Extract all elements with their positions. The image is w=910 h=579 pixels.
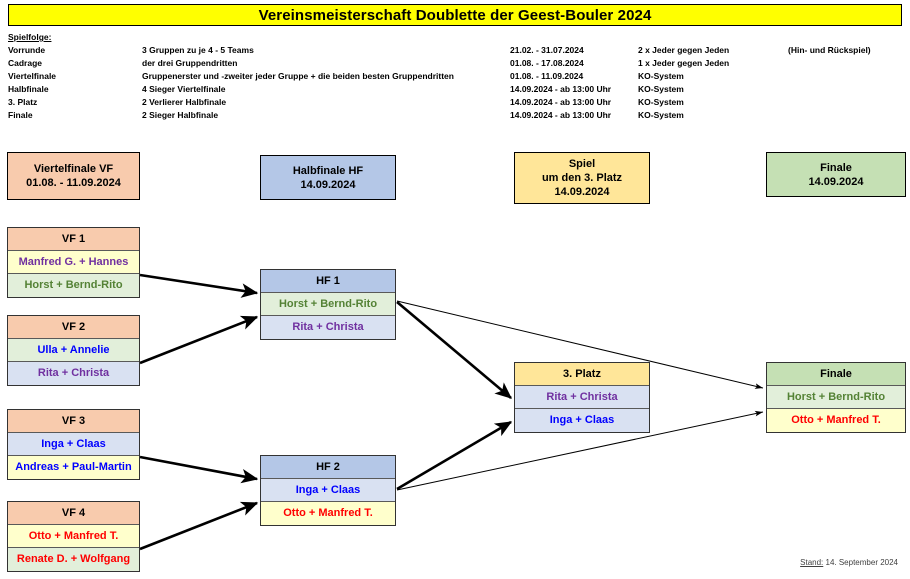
match-header: HF 1	[261, 270, 395, 293]
match-team-slot-2[interactable]: Horst + Bernd-Rito	[8, 274, 139, 297]
match-box-platz3[interactable]: 3. Platz Rita + Christa Inga + Claas	[514, 362, 650, 433]
connector-hf2-platz3	[396, 420, 513, 491]
match-team-slot-1[interactable]: Manfred G. + Hannes	[8, 251, 139, 274]
round-header-finale: Finale 14.09.2024	[766, 152, 906, 197]
match-team-slot-1[interactable]: Inga + Claas	[261, 479, 395, 502]
round-header-line1: Spiel	[568, 158, 596, 170]
match-team-slot-2[interactable]: Inga + Claas	[515, 409, 649, 432]
schedule-date: 01.08. - 11.09.2024	[510, 71, 584, 81]
connector-hf1-platz3	[396, 301, 512, 399]
page-title-bar: Vereinsmeisterschaft Doublette der Geest…	[8, 4, 902, 26]
schedule-mode: KO-System	[638, 71, 684, 81]
match-team-slot-2[interactable]: Andreas + Paul-Martin	[8, 456, 139, 479]
stand-label: Stand:	[800, 558, 824, 567]
stand-footer: Stand: 14. September 2024	[800, 558, 898, 567]
connector-vf2-hf1	[139, 315, 259, 365]
match-header: HF 2	[261, 456, 395, 479]
match-team-slot-2[interactable]: Otto + Manfred T.	[767, 409, 905, 432]
match-header: VF 4	[8, 502, 139, 525]
schedule-mode: KO-System	[638, 84, 684, 94]
round-header-line2: 14.09.2024	[300, 178, 356, 191]
match-team-slot-1[interactable]: Inga + Claas	[8, 433, 139, 456]
round-header-viertelfinale: Viertelfinale VF 01.08. - 11.09.2024	[7, 152, 140, 200]
schedule-mode: KO-System	[638, 97, 684, 107]
schedule-date: 14.09.2024 - ab 13:00 Uhr	[510, 110, 612, 120]
match-team-slot-2[interactable]: Renate D. + Wolfgang	[8, 548, 139, 571]
match-box-vf2[interactable]: VF 2 Ulla + Annelie Rita + Christa	[7, 315, 140, 386]
schedule-desc: 2 Sieger Halbfinale	[142, 110, 219, 120]
schedule-row: Vorrunde 3 Gruppen zu je 4 - 5 Teams 21.…	[8, 44, 902, 57]
match-box-hf2[interactable]: HF 2 Inga + Claas Otto + Manfred T.	[260, 455, 396, 526]
connector-vf1-hf1	[139, 273, 259, 298]
round-header-line1: Viertelfinale VF	[33, 163, 114, 175]
match-team-slot-1[interactable]: Rita + Christa	[515, 386, 649, 409]
match-box-finale[interactable]: Finale Horst + Bernd-Rito Otto + Manfred…	[766, 362, 906, 433]
match-box-vf4[interactable]: VF 4 Otto + Manfred T. Renate D. + Wolfg…	[7, 501, 140, 572]
schedule-block: Spielfolge: Vorrunde 3 Gruppen zu je 4 -…	[8, 32, 902, 122]
schedule-desc: 2 Verlierer Halbfinale	[142, 97, 227, 107]
schedule-date: 14.09.2024 - ab 13:00 Uhr	[510, 84, 612, 94]
round-header-line2: um den 3. Platz	[541, 172, 623, 184]
match-header: VF 1	[8, 228, 139, 251]
match-team-slot-1[interactable]: Ulla + Annelie	[8, 339, 139, 362]
schedule-row: Viertelfinale Gruppenerster und -zweiter…	[8, 70, 902, 83]
schedule-row: Cadrage der drei Gruppendritten 01.08. -…	[8, 57, 902, 70]
match-box-vf1[interactable]: VF 1 Manfred G. + Hannes Horst + Bernd-R…	[7, 227, 140, 298]
round-header-spiel-um-platz-3: Spiel um den 3. Platz 14.09.2024	[514, 152, 650, 204]
connector-vf3-hf2	[139, 455, 259, 484]
schedule-row: Finale 2 Sieger Halbfinale 14.09.2024 - …	[8, 109, 902, 122]
schedule-mode: 1 x Jeder gegen Jeden	[638, 58, 730, 68]
stand-value: 14. September 2024	[823, 558, 899, 567]
connector-vf4-hf2	[139, 501, 259, 551]
round-header-line2: 14.09.2024	[808, 175, 864, 188]
schedule-phase: 3. Platz	[8, 97, 38, 107]
match-team-slot-1[interactable]: Horst + Bernd-Rito	[767, 386, 905, 409]
schedule-mode: KO-System	[638, 110, 684, 120]
round-header-line1: Finale	[820, 161, 852, 174]
round-header-line1: Halbfinale HF	[292, 164, 364, 177]
schedule-phase: Cadrage	[8, 58, 43, 68]
page-title: Vereinsmeisterschaft Doublette der Geest…	[258, 6, 652, 24]
schedule-desc: Gruppenerster und -zweiter jeder Gruppe …	[142, 71, 454, 81]
schedule-phase: Viertelfinale	[8, 71, 57, 81]
match-box-hf1[interactable]: HF 1 Horst + Bernd-Rito Rita + Christa	[260, 269, 396, 340]
schedule-desc: 4 Sieger Viertelfinale	[142, 84, 226, 94]
schedule-desc: der drei Gruppendritten	[142, 58, 238, 68]
schedule-mode: 2 x Jeder gegen Jeden	[638, 45, 730, 55]
schedule-caption: Spielfolge:	[8, 32, 52, 42]
schedule-phase: Finale	[8, 110, 33, 120]
round-header-halbfinale: Halbfinale HF 14.09.2024	[260, 155, 396, 200]
schedule-date: 21.02. - 31.07.2024	[510, 45, 584, 55]
schedule-row: Halbfinale 4 Sieger Viertelfinale 14.09.…	[8, 83, 902, 96]
schedule-date: 01.08. - 17.08.2024	[510, 58, 584, 68]
match-header: VF 3	[8, 410, 139, 433]
round-header-line3: 14.09.2024	[554, 186, 610, 198]
schedule-phase: Vorrunde	[8, 45, 46, 55]
schedule-row: 3. Platz 2 Verlierer Halbfinale 14.09.20…	[8, 96, 902, 109]
schedule-desc: 3 Gruppen zu je 4 - 5 Teams	[142, 45, 254, 55]
match-box-vf3[interactable]: VF 3 Inga + Claas Andreas + Paul-Martin	[7, 409, 140, 480]
schedule-date: 14.09.2024 - ab 13:00 Uhr	[510, 97, 612, 107]
match-header: 3. Platz	[515, 363, 649, 386]
match-team-slot-1[interactable]: Otto + Manfred T.	[8, 525, 139, 548]
round-header-line2: 01.08. - 11.09.2024	[26, 177, 121, 189]
match-team-slot-2[interactable]: Rita + Christa	[8, 362, 139, 385]
match-team-slot-2[interactable]: Rita + Christa	[261, 316, 395, 339]
schedule-note: (Hin- und Rückspiel)	[788, 45, 871, 55]
schedule-phase: Halbfinale	[8, 84, 49, 94]
match-header: Finale	[767, 363, 905, 386]
match-team-slot-1[interactable]: Horst + Bernd-Rito	[261, 293, 395, 316]
match-header: VF 2	[8, 316, 139, 339]
match-team-slot-2[interactable]: Otto + Manfred T.	[261, 502, 395, 525]
